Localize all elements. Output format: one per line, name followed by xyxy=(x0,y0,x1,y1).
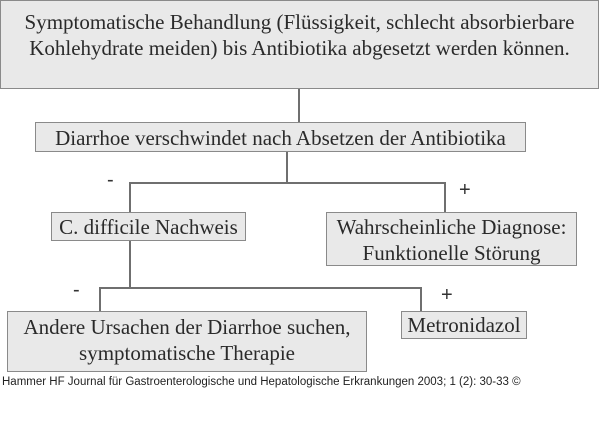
connector-q1-branch xyxy=(129,182,446,184)
negative-label: - xyxy=(107,169,114,191)
positive-label: + xyxy=(441,284,453,306)
node-c-difficile-test: C. difficile Nachweis xyxy=(51,212,246,241)
connector-q2-down xyxy=(129,241,131,288)
node-metronidazole: Metronidazol xyxy=(401,311,527,339)
node-text-line2: Kohlehydrate meiden) bis Antibiotika abg… xyxy=(29,36,570,61)
positive-label: + xyxy=(459,179,471,201)
node-text: Diarrhoe verschwindet nach Absetzen der … xyxy=(55,126,506,150)
node-text: Metronidazol xyxy=(407,313,521,337)
connector-q2-right xyxy=(420,287,422,311)
negative-label: - xyxy=(73,279,80,301)
node-text-line1: Symptomatische Behandlung (Flüssigkeit, … xyxy=(24,10,575,34)
node-text-line2: Funktionelle Störung xyxy=(362,241,541,266)
citation-footer: Hammer HF Journal für Gastroenterologisc… xyxy=(2,376,521,388)
node-symptomatic-treatment: Symptomatische Behandlung (Flüssigkeit, … xyxy=(0,0,599,89)
node-text: C. difficile Nachweis xyxy=(59,215,238,239)
node-functional-disorder: Wahrscheinliche Diagnose: Funktionelle S… xyxy=(326,212,577,266)
connector-q2-left xyxy=(99,287,101,311)
node-text-line1: Wahrscheinliche Diagnose: xyxy=(336,215,567,239)
node-text-line1: Andere Ursachen der Diarrhoe suchen, xyxy=(23,315,351,339)
node-diarrhea-resolves: Diarrhoe verschwindet nach Absetzen der … xyxy=(35,122,526,152)
connector-q1-right xyxy=(444,182,446,212)
node-text-line2: symptomatische Therapie xyxy=(79,341,295,366)
connector-q1-down xyxy=(286,152,288,183)
connector-q2-branch xyxy=(99,287,422,289)
connector-root-q1 xyxy=(298,89,300,122)
node-other-causes: Andere Ursachen der Diarrhoe suchen, sym… xyxy=(7,311,367,372)
connector-q1-left xyxy=(129,182,131,212)
